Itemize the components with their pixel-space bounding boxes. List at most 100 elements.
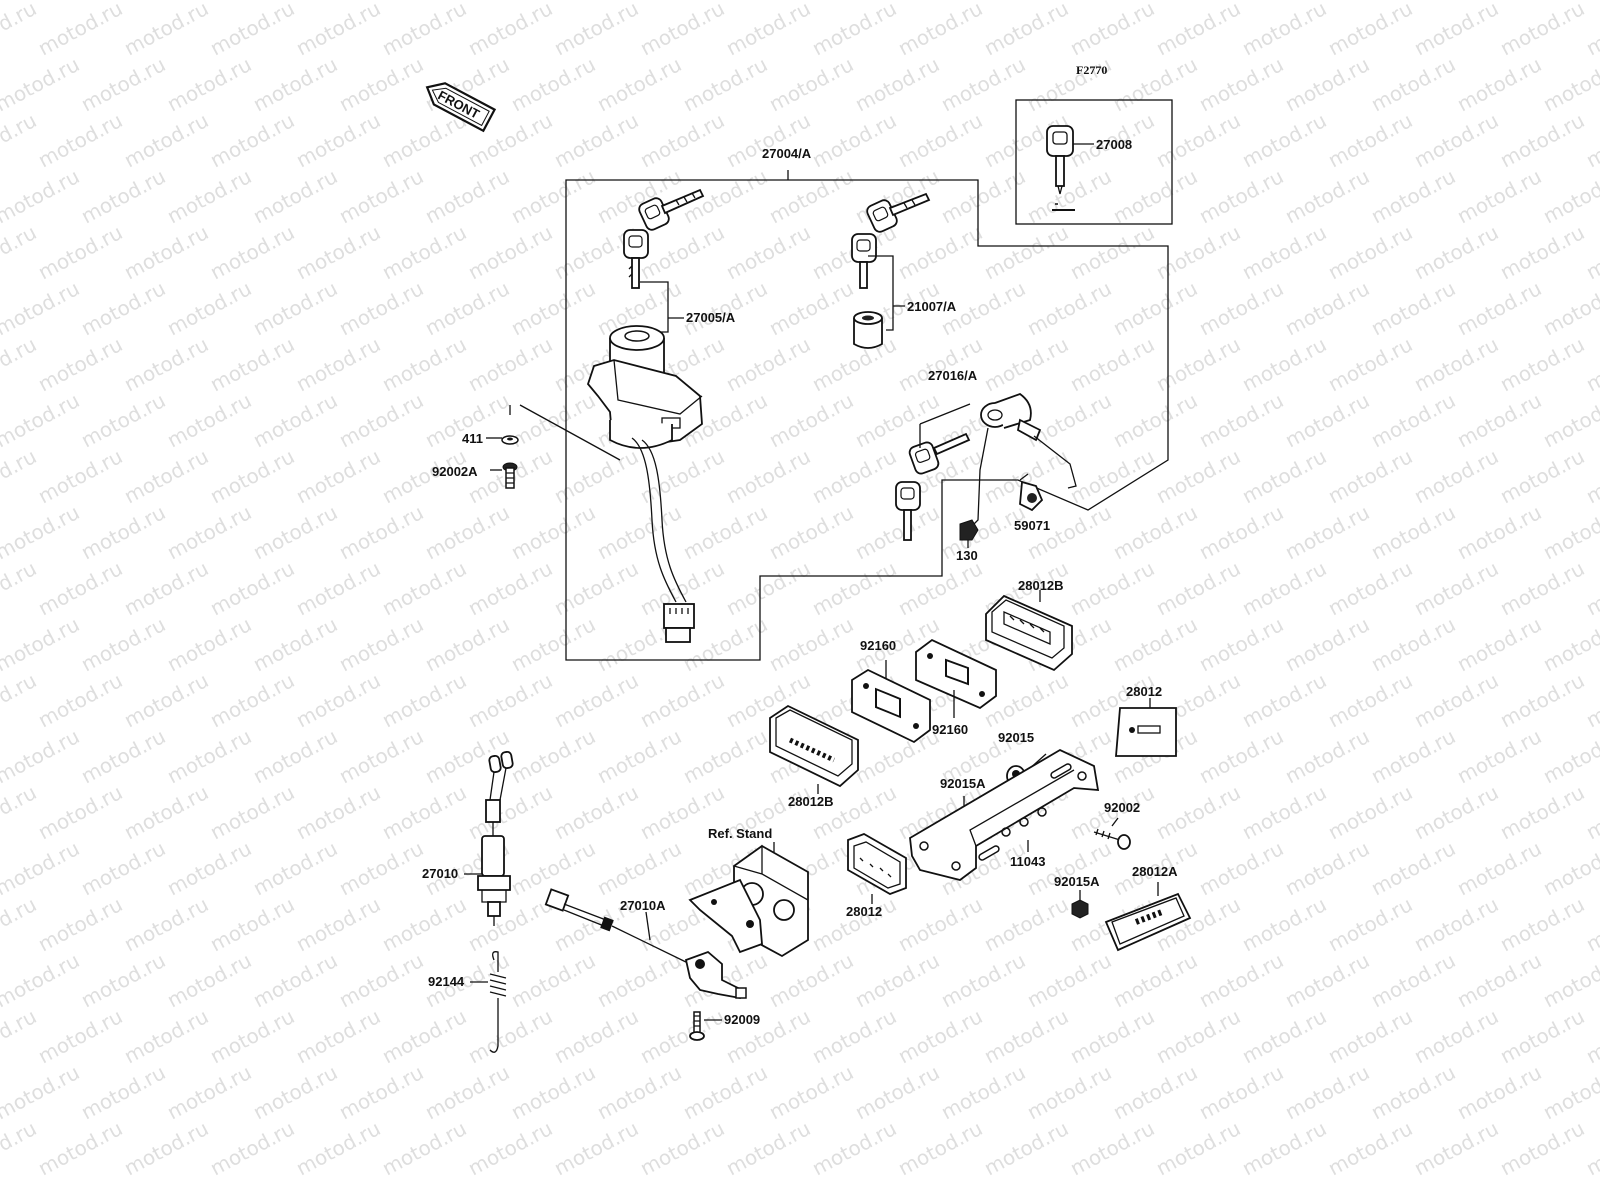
watermark-text: motod.ru (1539, 724, 1600, 788)
watermark-text: motod.ru (421, 276, 513, 340)
watermark-text: motod.ru (34, 332, 126, 396)
watermark-text: motod.ru (163, 1060, 255, 1124)
watermark-text: motod.ru (1109, 1060, 1201, 1124)
watermark-text: motod.ru (1496, 780, 1588, 844)
watermark-text: motod.ru (1496, 220, 1588, 284)
watermark-text: motod.ru (1152, 1116, 1244, 1180)
watermark-text: motod.ru (765, 0, 857, 4)
watermark-text: motod.ru (636, 108, 728, 172)
watermark-text: motod.ru (722, 108, 814, 172)
watermark-text: motod.ru (1496, 1004, 1588, 1068)
watermark-text: motod.ru (1367, 164, 1459, 228)
watermark-text: motod.ru (1066, 332, 1158, 396)
watermark-text: motod.ru (292, 1004, 384, 1068)
watermark-text: motod.ru (1109, 276, 1201, 340)
watermark-text: motod.ru (1238, 780, 1330, 844)
watermark-text: motod.ru (120, 892, 212, 956)
watermark-text: motod.ru (335, 500, 427, 564)
watermark-text: motod.ru (1539, 1060, 1600, 1124)
watermark-text: motod.ru (249, 276, 341, 340)
label-92002: 92002 (1104, 800, 1140, 815)
watermark-text: motod.ru (1496, 556, 1588, 620)
watermark-text: motod.ru (206, 1004, 298, 1068)
watermark-text: motod.ru (378, 668, 470, 732)
watermark-text: motod.ru (335, 388, 427, 452)
reflector-28012-right-icon (1115, 707, 1177, 757)
watermark-text: motod.ru (507, 1060, 599, 1124)
label-130: 130 (956, 548, 978, 563)
watermark-text: motod.ru (1410, 0, 1502, 60)
watermark-text: motod.ru (77, 0, 169, 4)
watermark-text: motod.ru (1023, 164, 1115, 228)
watermark-text: motod.ru (1410, 220, 1502, 284)
watermark-text: motod.ru (722, 444, 814, 508)
watermark-text: motod.ru (722, 556, 814, 620)
watermark-text: motod.ru (851, 0, 943, 4)
label-27005A: 27005/A (686, 310, 736, 325)
watermark-text: motod.ru (894, 220, 986, 284)
watermark-text: motod.ru (163, 612, 255, 676)
watermark-text: motod.ru (1453, 948, 1545, 1012)
watermark-text: motod.ru (0, 948, 83, 1012)
watermark-text: motod.ru (1109, 0, 1201, 4)
watermark-text: motod.ru (507, 948, 599, 1012)
stand-bracket-reference-icon (688, 844, 809, 958)
watermark-text: motod.ru (507, 612, 599, 676)
watermark-text: motod.ru (765, 164, 857, 228)
watermark-text: motod.ru (292, 108, 384, 172)
label-27008: 27008 (1096, 137, 1132, 152)
watermark-text: motod.ru (1066, 444, 1158, 508)
watermark-text: motod.ru (1410, 892, 1502, 956)
watermark-text: motod.ru (163, 52, 255, 116)
watermark-text: motod.ru (1195, 1060, 1287, 1124)
watermark-text: motod.ru (1324, 0, 1416, 60)
watermark-text: motod.ru (34, 108, 126, 172)
reflector-28012B-left-icon (769, 704, 859, 788)
watermark-text: motod.ru (34, 444, 126, 508)
watermark-text: motod.ru (1281, 164, 1373, 228)
watermark-text: motod.ru (464, 332, 556, 396)
watermark-text: motod.ru (0, 0, 40, 60)
watermark-text: motod.ru (1410, 780, 1502, 844)
reflector-28012B-top-icon (985, 594, 1073, 672)
label-92015A-a: 92015A (940, 776, 986, 791)
watermark-text: motod.ru (378, 1004, 470, 1068)
label-28012B-left: 28012B (788, 794, 834, 809)
watermark-text: motod.ru (1152, 556, 1244, 620)
bracket-11043-icon (909, 748, 1100, 881)
watermark-text: motod.ru (1152, 780, 1244, 844)
watermark-text: motod.ru (1109, 612, 1201, 676)
watermark-text: motod.ru (722, 1116, 814, 1180)
watermark-text: motod.ru (120, 332, 212, 396)
watermark-text: motod.ru (1238, 220, 1330, 284)
leader-27016A (919, 403, 971, 448)
watermark-text: motod.ru (722, 220, 814, 284)
reflector-28012-bottom-icon (847, 833, 907, 895)
switch-27010-icon (477, 750, 514, 926)
watermark-text: motod.ru (894, 892, 986, 956)
watermark-text: motod.ru (249, 500, 341, 564)
watermark-text: motod.ru (206, 780, 298, 844)
watermark-text: motod.ru (1582, 1004, 1600, 1068)
watermark-text: motod.ru (34, 0, 126, 60)
watermark-text: motod.ru (1195, 612, 1287, 676)
watermark-text: motod.ru (0, 164, 83, 228)
label-411: 411 (462, 431, 483, 446)
watermark-text: motod.ru (464, 556, 556, 620)
watermark-text: motod.ru (1238, 556, 1330, 620)
watermark-text: motod.ru (0, 1004, 40, 1068)
watermark-text: motod.ru (894, 1004, 986, 1068)
watermark-text: motod.ru (1539, 500, 1600, 564)
watermark-text: motod.ru (249, 164, 341, 228)
label-27004A: 27004/A (762, 146, 812, 161)
watermark-text: motod.ru (163, 948, 255, 1012)
watermark-text: motod.ru (894, 1116, 986, 1180)
watermark-text: motod.ru (593, 724, 685, 788)
watermark-text: motod.ru (0, 444, 40, 508)
watermark-text: motod.ru (1324, 1004, 1416, 1068)
watermark-text: motod.ru (1496, 0, 1588, 60)
watermark-text: motod.ru (937, 1060, 1029, 1124)
watermark-text: motod.ru (1453, 724, 1545, 788)
watermark-text: motod.ru (550, 108, 642, 172)
key-pair-right-icon (851, 192, 931, 289)
